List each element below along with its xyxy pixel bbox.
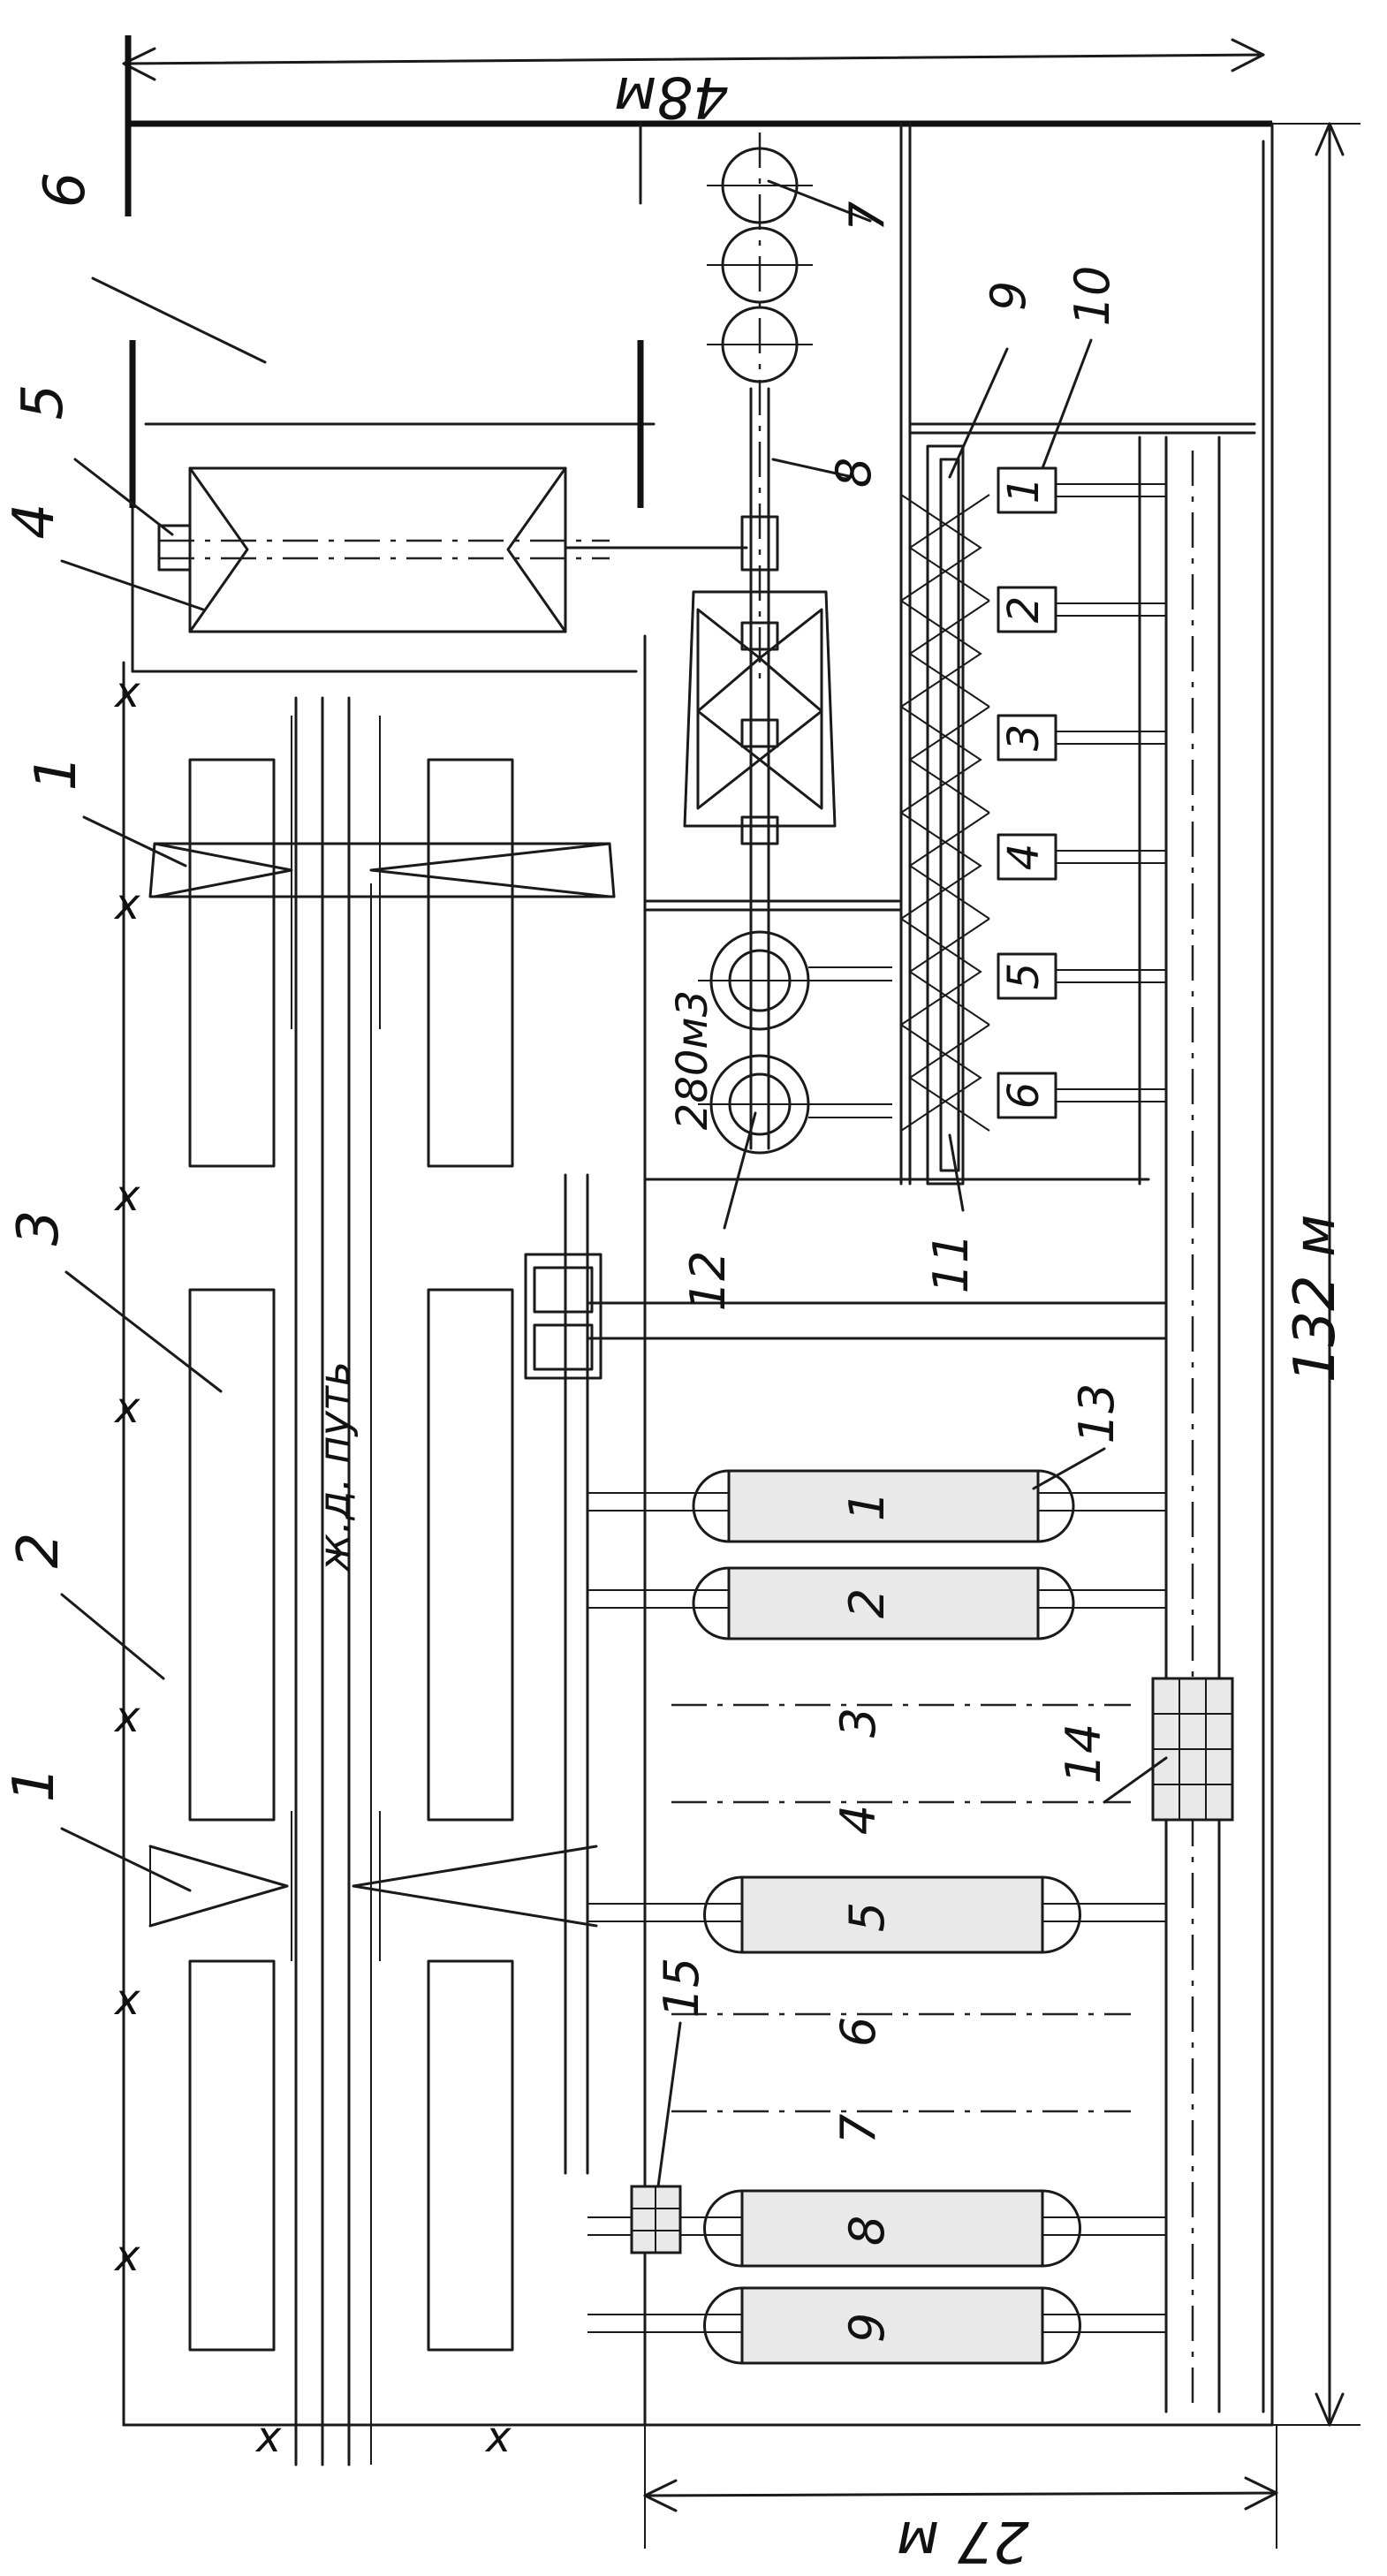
press-number: 1 <box>999 477 1049 504</box>
drum-mill <box>157 466 748 633</box>
site-boundary <box>122 120 1274 2427</box>
autoclave-number: 6 <box>830 2017 886 2047</box>
callout-5: 5 <box>11 384 76 420</box>
press-number: 6 <box>999 1082 1049 1110</box>
slurry-tanks <box>698 930 892 1155</box>
svg-text:x: x <box>484 2413 512 2462</box>
svg-text:x: x <box>113 2231 140 2281</box>
transfer-track <box>1164 436 1221 2413</box>
autoclaves: 1 2 3 4 5 6 7 8 9 <box>587 1469 1166 2365</box>
callout-7: 7 <box>839 201 895 231</box>
dimension-top: 48м <box>122 35 1265 216</box>
svg-text:x: x <box>254 2413 282 2462</box>
press-number: 2 <box>999 596 1049 624</box>
svg-text:x: x <box>113 1693 140 1742</box>
callouts: 6 5 4 1 3 2 1 7 8 9 10 11 12 <box>2 172 1168 2188</box>
callout-11: 11 <box>923 1233 979 1294</box>
autoclave-number: 5 <box>839 1902 895 1932</box>
callout-4: 4 <box>2 504 67 540</box>
unit-15 <box>630 2185 682 2254</box>
autoclave-number: 1 <box>839 1491 895 1521</box>
svg-text:x: x <box>113 1975 140 2025</box>
raw-storage-area <box>129 122 656 673</box>
storage-stacks-left <box>188 758 276 2352</box>
dimension-bottom: 27 м <box>643 2425 1278 2573</box>
transfer-car-14 <box>1151 1677 1234 1822</box>
mixers <box>683 590 837 845</box>
dimension-right: 132 м <box>1254 122 1360 2427</box>
silos <box>707 133 813 689</box>
dimension-48m: 48м <box>614 64 729 129</box>
autoclave-number: 8 <box>839 2216 895 2246</box>
callout-3: 3 <box>6 1210 72 1246</box>
autoclave-number: 2 <box>839 1588 895 1618</box>
conveyor <box>740 387 779 1150</box>
callout-6: 6 <box>33 172 98 208</box>
autoclave-number: 9 <box>839 2313 895 2343</box>
callout-8: 8 <box>826 458 882 488</box>
press-number: 5 <box>999 963 1049 990</box>
autoclave-number: 4 <box>830 1805 886 1835</box>
press-units: 1 2 3 4 5 6 <box>997 466 1166 1119</box>
rail-track-label: ж.д. путь <box>310 1361 360 1572</box>
callout-10: 10 <box>1065 266 1120 327</box>
callout-1: 1 <box>24 755 89 792</box>
callout-13: 13 <box>1069 1383 1125 1444</box>
tank-volume-label: 280м3 <box>668 990 717 1130</box>
autoclave-number: 3 <box>830 1708 886 1738</box>
callout-15: 15 <box>654 1958 709 2019</box>
callout-1-lower: 1 <box>2 1767 67 1803</box>
autoclave-number: 7 <box>830 2114 886 2144</box>
callout-14: 14 <box>1056 1724 1111 1784</box>
callout-9: 9 <box>981 281 1036 311</box>
rail-track: ж.д. путь <box>294 696 372 2466</box>
callout-2: 2 <box>6 1533 72 1569</box>
fence-marks: x x x x x x x x x <box>113 668 512 2462</box>
svg-text:x: x <box>113 880 140 929</box>
dimension-132m: 132 м <box>1283 1215 1348 1383</box>
dimension-27m: 27 м <box>897 2508 1029 2573</box>
storage-stacks-right <box>427 758 514 2352</box>
svg-text:x: x <box>113 1383 140 1433</box>
svg-text:x: x <box>113 1171 140 1221</box>
press-number: 4 <box>999 844 1049 871</box>
forming-line <box>900 444 990 1186</box>
press-number: 3 <box>999 724 1049 752</box>
transfer-trolley <box>524 1173 1168 2175</box>
gantry-crane-upper <box>148 716 616 1029</box>
callout-12: 12 <box>680 1251 736 1312</box>
svg-text:x: x <box>113 668 140 717</box>
gantry-crane-lower <box>148 1811 598 1961</box>
